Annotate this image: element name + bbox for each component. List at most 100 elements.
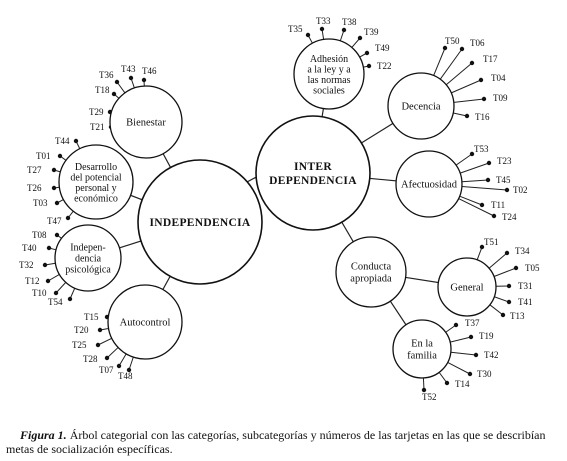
leaf-dot: [46, 245, 52, 251]
category-label: Indepen-: [70, 243, 106, 254]
category-node-general: [437, 257, 497, 317]
card-code: T19: [479, 331, 494, 341]
leaf-dot: [478, 77, 484, 83]
leaf-dot: [305, 32, 311, 38]
category-node-autocontrol: [107, 284, 183, 360]
card-code: T22: [377, 61, 392, 71]
leaf-dot: [341, 27, 347, 33]
figure-caption-container: Figura 1. Árbol categorial con las categ…: [0, 418, 567, 461]
card-code: T15: [84, 312, 99, 322]
leaf-branch: [106, 347, 119, 359]
leaf-branch: [453, 98, 485, 103]
leaf-dot: [128, 75, 134, 81]
card-code: T45: [496, 175, 511, 185]
leaf-dot: [506, 299, 512, 305]
leaf-branch: [118, 353, 127, 367]
leaf-dot: [126, 367, 132, 373]
leaf-dot: [468, 334, 474, 340]
leaf-dot: [45, 278, 51, 284]
card-code: T23: [497, 156, 512, 166]
card-code: T25: [72, 340, 87, 350]
card-code: T32: [19, 260, 34, 270]
card-code: T06: [470, 38, 485, 48]
card-code: T54: [48, 297, 63, 307]
leaf-dot: [104, 355, 110, 361]
category-label: Conducta: [351, 262, 392, 273]
card-code: T47: [47, 216, 62, 226]
leaf-branch: [128, 356, 134, 371]
leaf-dot: [513, 265, 519, 271]
card-code: T29: [89, 107, 104, 117]
card-code: T34: [515, 246, 530, 256]
category-node-familia: [392, 319, 452, 379]
leaf-dot: [42, 262, 48, 268]
category-node-psicologica: [54, 224, 122, 292]
leaf-dot: [51, 167, 57, 173]
leaf-branch: [438, 372, 448, 384]
card-code: T20: [74, 325, 89, 335]
card-code: T07: [99, 365, 114, 375]
card-code: T48: [118, 371, 133, 381]
leaf-dot: [479, 202, 485, 208]
card-code: T30: [477, 369, 492, 379]
leaf-branch: [459, 195, 483, 206]
leaf-dot: [114, 79, 120, 85]
leaf-dot: [67, 296, 73, 302]
category-label: apropiada: [350, 274, 392, 285]
card-code: T49: [375, 43, 390, 53]
category-label: familia: [407, 351, 437, 362]
leaf-dot: [54, 232, 60, 238]
card-code: T01: [36, 151, 51, 161]
card-code: T28: [83, 354, 98, 364]
leaf-dot: [116, 363, 122, 369]
leaf-dot: [319, 26, 325, 32]
leaf-dot: [57, 153, 63, 159]
card-code: T44: [55, 136, 70, 146]
category-label: sociales: [313, 85, 345, 96]
leaf-dot: [51, 185, 57, 191]
leaf-branch: [450, 336, 472, 343]
card-code: T52: [422, 392, 437, 402]
leaf-dot: [473, 352, 479, 358]
leaf-branch: [493, 267, 517, 277]
category-label: a la ley y a: [307, 64, 351, 75]
card-code: T46: [142, 66, 157, 76]
leaf-dot: [421, 387, 427, 393]
category-node-desarrollo: [58, 144, 134, 220]
category-label: personal y: [75, 183, 116, 194]
category-label: Autocontrol: [120, 318, 171, 329]
leaf-dot: [453, 322, 459, 328]
leaf-dot: [469, 60, 475, 66]
card-code: T18: [95, 85, 110, 95]
category-node-conducta: [335, 236, 407, 308]
card-code: T17: [483, 54, 498, 64]
card-code: T11: [491, 200, 505, 210]
leaf-dot: [366, 63, 372, 69]
leaf-dot: [464, 113, 470, 119]
leaf-branch: [455, 153, 473, 166]
card-code: T12: [25, 276, 40, 286]
card-code: T02: [513, 185, 528, 195]
leaf-dot: [504, 250, 510, 256]
card-code: T21: [90, 122, 105, 132]
leaf-branch: [461, 186, 508, 191]
category-label: psicológica: [65, 265, 111, 276]
leaf-dot: [485, 177, 491, 183]
figure-caption: Figura 1. Árbol categorial con las categ…: [6, 428, 562, 456]
leaf-dot: [364, 50, 370, 56]
category-node-afectuosidad: [395, 150, 463, 218]
card-code: T24: [502, 212, 517, 222]
leaf-branch: [476, 246, 483, 261]
card-code: T37: [465, 318, 480, 328]
leaf-branch: [451, 79, 482, 94]
card-code: T14: [455, 379, 470, 389]
main-node-interdependencia: [255, 115, 371, 231]
category-label: dencia: [75, 254, 102, 265]
leaf-dot: [73, 138, 79, 144]
card-code: T50: [445, 36, 460, 46]
leaf-branch: [494, 296, 510, 303]
leaf-dot: [504, 187, 510, 193]
leaf-dot: [442, 45, 448, 51]
card-code: T53: [474, 144, 489, 154]
main-node-label: INTER: [294, 161, 332, 173]
